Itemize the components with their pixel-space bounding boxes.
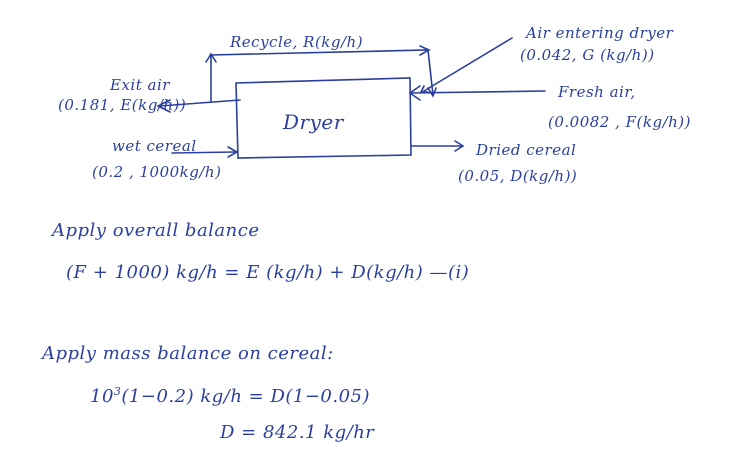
air-entering-pointer [423, 37, 513, 92]
mass-balance-equation: 103(1−0.2) kg/h = D(1−0.05) [90, 385, 370, 407]
exit-air-spec: (0.181, E(kg/h)) [58, 96, 187, 114]
dried-cereal-spec: (0.05, D(kg/h)) [458, 167, 578, 185]
recycle-down-arrowhead [427, 87, 437, 98]
air-entering-spec: (0.042, G (kg/h)) [520, 46, 655, 64]
air-entering-label: Air entering dryer [526, 24, 674, 42]
recycle-label: Recycle, R(kg/h) [230, 33, 364, 51]
recycle-line [210, 49, 434, 102]
dried-cereal-arrowhead [454, 140, 465, 152]
dryer-box [235, 77, 412, 159]
fresh-air-arrowhead [408, 85, 421, 101]
mass-equation-rest: (1−0.2) kg/h = D(1−0.05) [121, 386, 371, 407]
exit-air-arrowhead [156, 99, 171, 113]
mass-equation-exponent: 3 [113, 385, 122, 398]
exit-air-line [159, 99, 241, 107]
mass-equation-base: 10 [90, 386, 114, 407]
result-d: D = 842.1 kg/hr [220, 422, 375, 443]
fresh-air-label: Fresh air, [558, 83, 636, 101]
overall-balance-heading: Apply overall balance [52, 220, 260, 241]
wet-cereal-line [171, 151, 237, 154]
air-entering-arrowhead [419, 85, 429, 93]
exit-air-label: Exit air [110, 76, 170, 94]
mass-balance-heading: Apply mass balance on cereal: [42, 343, 334, 364]
wet-cereal-arrowhead [227, 146, 239, 158]
recycle-right-arrowhead [419, 45, 431, 56]
dried-cereal-label: Dried cereal [476, 141, 577, 159]
wet-cereal-label: wet cereal [112, 137, 197, 155]
dryer-label: Dryer [283, 110, 344, 134]
fresh-air-spec: (0.0082 , F(kg/h)) [548, 113, 692, 131]
wet-cereal-spec: (0.2 , 1000kg/h) [92, 163, 222, 181]
fresh-air-line [409, 90, 546, 94]
overall-balance-equation: (F + 1000) kg/h = E (kg/h) + D(kg/h) —(i… [66, 262, 470, 283]
recycle-up-arrowhead [205, 52, 217, 63]
